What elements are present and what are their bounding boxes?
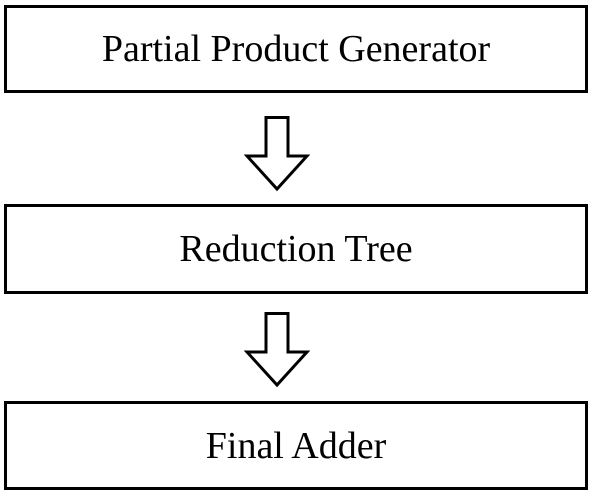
reduction-tree-block: Reduction Tree — [4, 204, 588, 294]
final-adder-label: Final Adder — [205, 424, 387, 467]
partial-product-generator-label: Partial Product Generator — [101, 28, 491, 70]
down-arrow-icon — [244, 116, 310, 192]
down-arrow-icon — [244, 312, 310, 388]
partial-product-generator-block: Partial Product Generator — [4, 5, 588, 93]
final-adder-block: Final Adder — [4, 401, 588, 490]
reduction-tree-label: Reduction Tree — [179, 228, 413, 270]
